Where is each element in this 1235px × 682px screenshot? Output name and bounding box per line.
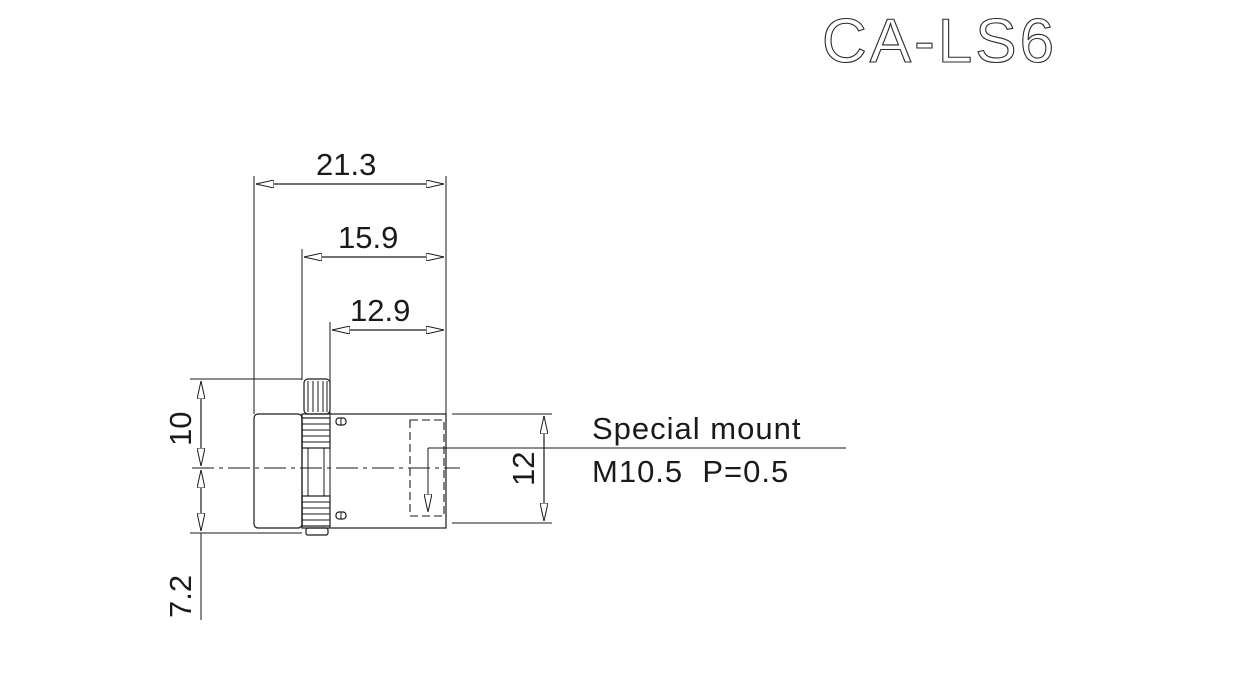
mount-note-line2: M10.5 P=0.5	[592, 454, 789, 489]
dimension-label-diameter: 12	[506, 452, 541, 486]
dimension-screw-height: 10	[163, 378, 302, 466]
dimension-overall-length: 21.3	[253, 147, 447, 414]
dimension-mid-length: 15.9	[301, 220, 444, 380]
set-screw-icons	[335, 417, 347, 520]
dimension-label-overall: 21.3	[316, 147, 376, 182]
dimension-bottom-offset: 7.2	[163, 470, 302, 620]
locking-screw	[303, 378, 331, 536]
drawing-title: CA-LS6	[822, 7, 1057, 76]
dimension-body-length: 12.9	[329, 293, 444, 414]
lens-body	[253, 378, 447, 536]
focus-ring	[301, 417, 331, 527]
dimension-label-body: 12.9	[350, 293, 410, 328]
mount-note-line1: Special mount	[592, 411, 801, 446]
dimension-label-bottom: 7.2	[163, 575, 198, 618]
dimension-label-mid: 15.9	[338, 220, 398, 255]
dimension-diameter: 12	[452, 413, 552, 524]
dimension-label-screw: 10	[163, 412, 198, 446]
